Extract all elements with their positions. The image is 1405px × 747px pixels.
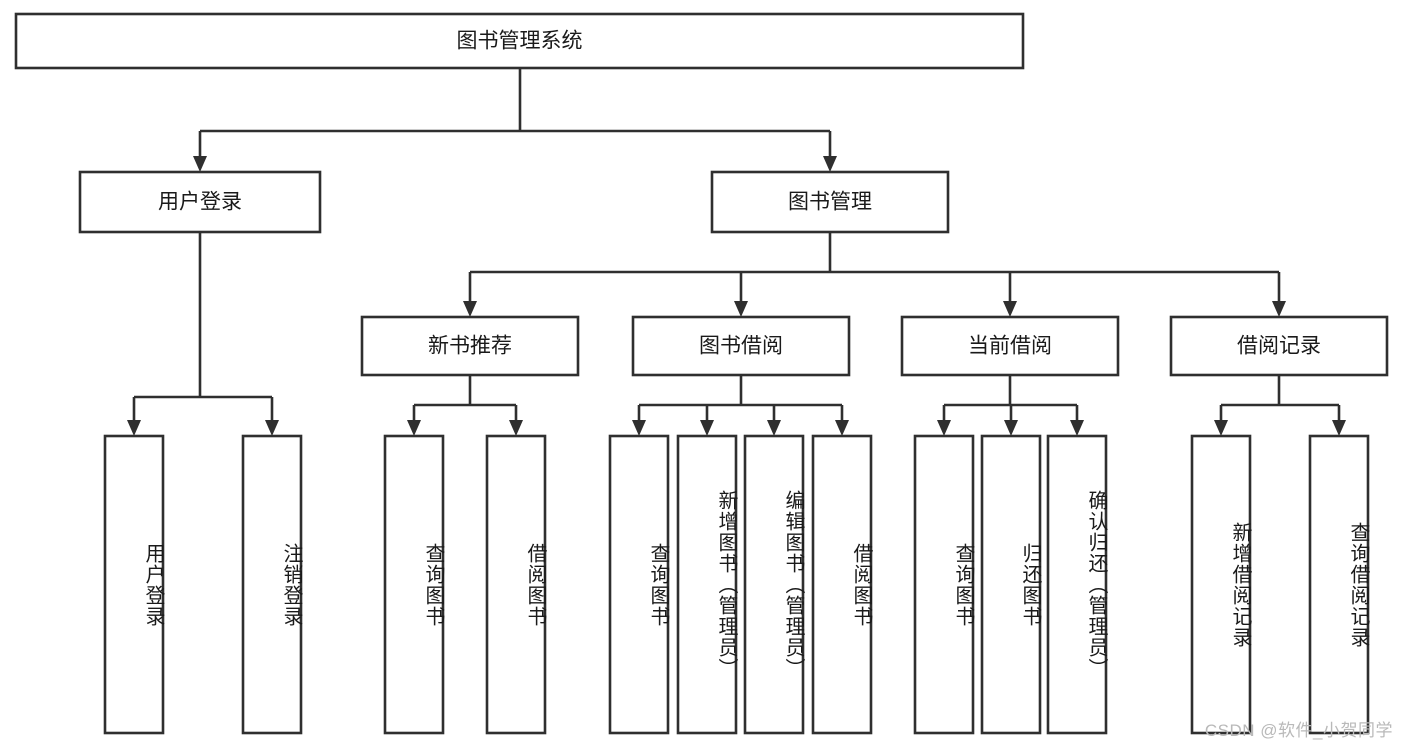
connector-userlogin-to-leaves — [132, 232, 274, 420]
node-label-borrow-record: 借阅记录 — [1237, 335, 1321, 358]
node-label-book-borrow: 图书借阅 — [699, 335, 783, 358]
connectors-layer — [127, 68, 1346, 436]
arrow-head-icon — [937, 420, 951, 436]
arrow-head-icon — [1003, 301, 1017, 317]
leaf-box-leaf-query-book-borrow[interactable] — [608, 434, 670, 735]
leaf-box-leaf-query-book-recommend[interactable] — [383, 434, 445, 735]
connector-bookmgmt-to-level3 — [468, 232, 1281, 301]
leaf-box-leaf-edit-book-admin[interactable] — [743, 434, 805, 735]
node-label-root: 图书管理系统 — [457, 30, 583, 53]
arrow-head-icon — [823, 156, 837, 172]
node-box-current-borrow[interactable] — [900, 315, 1120, 377]
connector-root-to-level2 — [198, 68, 832, 156]
node-box-root[interactable] — [14, 12, 1025, 70]
arrow-head-icon — [1272, 301, 1286, 317]
connector-recommend-to-leaves — [412, 375, 518, 420]
leaf-box-leaf-add-borrow-record[interactable] — [1190, 434, 1252, 735]
connector-record-to-leaves — [1219, 375, 1341, 420]
node-box-book-borrow[interactable] — [631, 315, 851, 377]
leaf-box-leaf-logout-login[interactable] — [241, 434, 303, 735]
arrow-head-icon — [1004, 420, 1018, 436]
node-box-borrow-record[interactable] — [1169, 315, 1389, 377]
arrow-head-icon — [1070, 420, 1084, 436]
node-label-current-borrow: 当前借阅 — [968, 335, 1052, 358]
connector-borrow-to-leaves — [637, 375, 844, 420]
arrow-head-icon — [127, 420, 141, 436]
node-label-book-management: 图书管理 — [788, 191, 872, 214]
arrow-head-icon — [767, 420, 781, 436]
node-label-new-book-recommend: 新书推荐 — [428, 335, 512, 358]
leaf-box-leaf-confirm-return-admin[interactable] — [1046, 434, 1108, 735]
node-box-new-book-recommend[interactable] — [360, 315, 580, 377]
csdn-watermark: CSDN @软件_小贺同学 — [1204, 721, 1393, 740]
node-box-user-login[interactable] — [78, 170, 322, 234]
arrow-head-icon — [835, 420, 849, 436]
arrow-head-icon — [463, 301, 477, 317]
arrow-head-icon — [1332, 420, 1346, 436]
leaf-box-leaf-borrow-book[interactable] — [811, 434, 873, 735]
node-boxes-layer — [14, 12, 1389, 735]
node-box-book-management[interactable] — [710, 170, 950, 234]
node-label-user-login: 用户登录 — [158, 191, 242, 214]
arrow-head-icon — [700, 420, 714, 436]
arrow-head-icon — [193, 156, 207, 172]
arrow-head-icon — [265, 420, 279, 436]
leaf-box-leaf-query-borrow-record[interactable] — [1308, 434, 1370, 735]
leaf-box-leaf-return-book[interactable] — [980, 434, 1042, 735]
leaf-box-leaf-borrow-book-recommend[interactable] — [485, 434, 547, 735]
connector-current-to-leaves — [942, 375, 1079, 420]
leaf-box-leaf-query-book-current[interactable] — [913, 434, 975, 735]
arrow-head-icon — [1214, 420, 1228, 436]
leaf-box-leaf-add-book-admin[interactable] — [676, 434, 738, 735]
arrow-head-icon — [734, 301, 748, 317]
arrow-head-icon — [632, 420, 646, 436]
arrow-head-icon — [407, 420, 421, 436]
leaf-box-leaf-user-login[interactable] — [103, 434, 165, 735]
arrow-head-icon — [509, 420, 523, 436]
